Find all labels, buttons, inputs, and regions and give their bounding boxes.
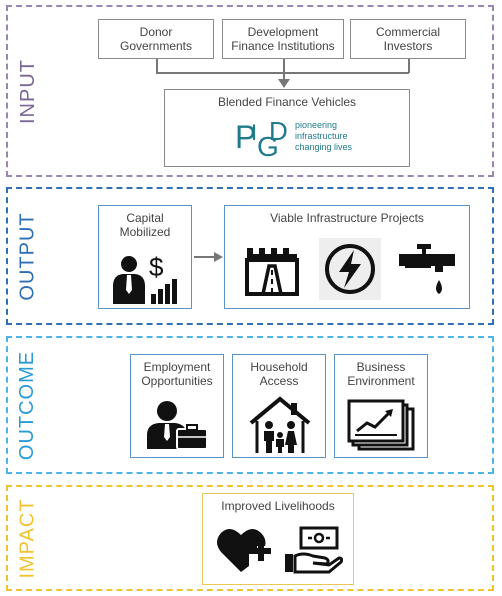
- household-line1: Household: [250, 360, 308, 374]
- arrow-right-icon: [214, 252, 223, 262]
- employment-line1: Employment: [143, 360, 211, 374]
- connector-center: [283, 59, 285, 83]
- infrastructure-projects-box: Viable Infrastructure Projects: [224, 205, 470, 309]
- heart-health-icon: [217, 528, 271, 572]
- input-stage-label: INPUT: [8, 7, 48, 175]
- svg-text:D: D: [269, 116, 288, 146]
- household-line2: Access: [259, 374, 299, 388]
- dfi-line1: Development: [247, 25, 319, 39]
- improved-livelihoods-box: Improved Livelihoods: [202, 493, 354, 585]
- connector-right: [408, 59, 410, 73]
- svg-text:G: G: [257, 131, 279, 160]
- svg-text:I: I: [251, 120, 257, 145]
- lightning-power-icon: [325, 244, 375, 294]
- business-line2: Environment: [347, 374, 415, 388]
- capital-line2: Mobilized: [119, 225, 171, 239]
- outcome-label-text: OUTCOME: [16, 350, 39, 460]
- businessman-dollar-chart-icon: $: [113, 252, 177, 304]
- svg-text:P: P: [235, 119, 256, 155]
- road-bridge-icon: [245, 248, 299, 296]
- investors-line2: Investors: [383, 39, 433, 53]
- tagline-1: pioneering: [295, 120, 338, 130]
- donor-line1: Donor: [139, 25, 173, 39]
- pidg-logo: P I G D pioneering infrastructure changi…: [233, 114, 403, 160]
- projects-title: Viable Infrastructure Projects: [270, 211, 424, 225]
- impact-label-text: IMPACT: [16, 497, 39, 579]
- employment-line2: Opportunities: [141, 374, 213, 388]
- capital-line1: Capital: [126, 211, 164, 225]
- tagline-3: changing lives: [295, 142, 353, 152]
- blended-finance-title: Blended Finance Vehicles: [217, 95, 357, 109]
- pidg-logo-mark: P I G D: [235, 116, 288, 160]
- blended-finance-box: Blended Finance Vehicles P I G D pioneer…: [164, 89, 410, 167]
- family-house-icon: [249, 396, 311, 453]
- outcome-stage-label: OUTCOME: [8, 338, 48, 472]
- dfi-line2: Finance Institutions: [231, 39, 335, 53]
- business-chart-icon: [347, 399, 415, 451]
- output-stage-label: OUTPUT: [8, 189, 48, 323]
- tagline-2: infrastructure: [295, 131, 348, 141]
- impact-stage-label: IMPACT: [8, 487, 48, 589]
- water-tap-icon: [399, 244, 455, 294]
- svg-text:$: $: [149, 252, 164, 282]
- output-label-text: OUTPUT: [16, 211, 39, 301]
- impact-title: Improved Livelihoods: [221, 499, 335, 513]
- investors-line1: Commercial: [375, 25, 440, 39]
- impact-stage: IMPACT Improved Livelihoods: [6, 485, 494, 591]
- arrow-down-icon: [278, 79, 290, 88]
- donor-line2: Governments: [119, 39, 193, 53]
- connector-horizontal: [156, 72, 409, 74]
- capital-to-projects-line: [194, 256, 216, 258]
- cash-in-hand-icon: [285, 526, 343, 574]
- pidg-tagline: pioneering infrastructure changing lives: [295, 120, 352, 153]
- connector-left: [156, 59, 158, 73]
- input-label-text: INPUT: [16, 58, 39, 124]
- worker-briefcase-icon: [147, 401, 208, 450]
- business-line1: Business: [356, 360, 406, 374]
